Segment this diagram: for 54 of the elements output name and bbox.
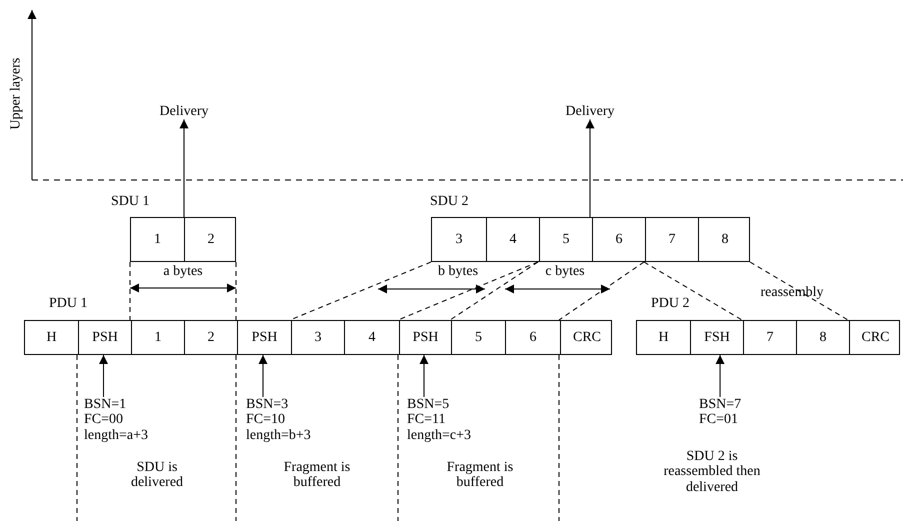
field-cell: 4 — [344, 321, 399, 354]
dimension-label: b bytes — [436, 264, 480, 280]
field-cell: 5 — [451, 321, 505, 354]
field-cell: H — [25, 321, 78, 354]
mapping-line — [450, 262, 538, 320]
field-cell: CRC — [849, 321, 901, 354]
field-cell: 6 — [505, 321, 560, 354]
field-cell: FSH — [690, 321, 743, 354]
field-cell: 7 — [645, 218, 698, 261]
field-cell: 7 — [743, 321, 796, 354]
field-cell: H — [637, 321, 690, 354]
mapping-line — [558, 262, 644, 320]
axis-label: Upper layers — [8, 56, 24, 132]
outcome-note: Fragment is buffered — [282, 460, 352, 491]
field-cell: PSH — [237, 321, 291, 354]
field-cell: PSH — [399, 321, 451, 354]
frame-label: PDU 1 — [49, 296, 88, 312]
process-label: reassembly — [760, 285, 824, 300]
arrow — [716, 354, 725, 398]
field-cell: 8 — [796, 321, 849, 354]
outcome-note: SDU 2 is reassembled then delivered — [662, 449, 762, 496]
outcome-note: Fragment is buffered — [446, 460, 514, 491]
field-cell: 8 — [698, 218, 751, 261]
delivery-label: Delivery — [159, 104, 209, 120]
arrow — [258, 354, 268, 398]
mapping-line — [750, 262, 848, 320]
header-fields-text: BSN=3 FC=10 length=b+3 — [246, 397, 311, 444]
mapping-line — [398, 262, 538, 320]
field-cell: PSH — [78, 321, 131, 354]
arrow — [180, 118, 188, 218]
outcome-note: SDU is delivered — [130, 460, 184, 491]
arrow — [586, 118, 594, 218]
field-cell: 1 — [131, 218, 184, 261]
delivery-label: Delivery — [565, 104, 615, 120]
field-cell: 1 — [131, 321, 184, 354]
header-fields-text: BSN=7 FC=01 — [699, 397, 742, 428]
field-cell: 6 — [592, 218, 645, 261]
field-cell: CRC — [560, 321, 613, 354]
field-cell: 2 — [184, 321, 237, 354]
arrow — [420, 354, 428, 398]
field-cell: 5 — [539, 218, 592, 261]
arrow — [99, 354, 108, 398]
frame-label: SDU 2 — [430, 194, 469, 210]
header-fields-text: BSN=1 FC=00 length=a+3 — [84, 397, 148, 444]
frame-label: SDU 1 — [111, 194, 150, 210]
field-cell: 3 — [432, 218, 486, 261]
dimension-label: a bytes — [162, 264, 204, 280]
field-cell: 3 — [291, 321, 344, 354]
frame-label: PDU 2 — [651, 296, 690, 312]
mapping-line — [644, 262, 742, 320]
field-cell: 4 — [486, 218, 539, 261]
header-fields-text: BSN=5 FC=11 length=c+3 — [407, 397, 471, 444]
dimension-label: c bytes — [544, 264, 586, 280]
field-cell: 2 — [184, 218, 237, 261]
